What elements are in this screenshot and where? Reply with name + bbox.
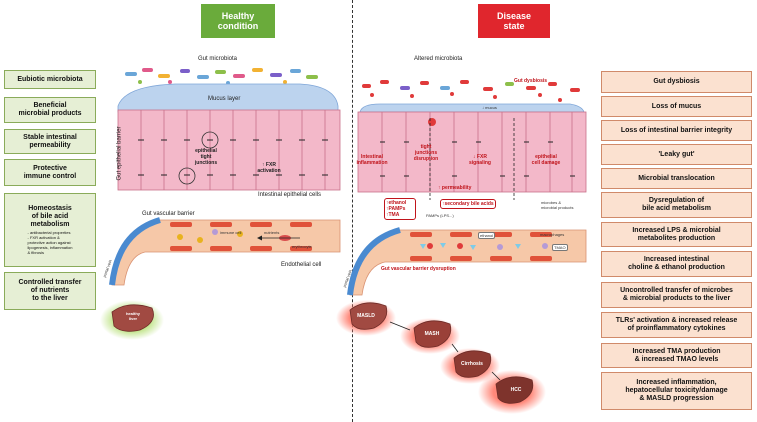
label-mucus-layer: Mucus layer (208, 96, 241, 102)
right-box-tma: Increased TMA production & increased TMA… (601, 343, 752, 368)
healthy-microbiota (125, 68, 318, 85)
right-box-uncontrolled: Uncontrolled transfer of microbes & micr… (601, 282, 752, 308)
label-tight-junctions: epithelial tight junctions (194, 148, 218, 166)
label-epithelial-cells: Intestinal epithelial cells (258, 192, 322, 198)
left-box-permeability: Stable intestinal permeability (4, 129, 96, 154)
label-cell-damage: epithelial cell damage (531, 154, 561, 166)
bile-acid-details: - antibacterial properties - FXR activat… (27, 230, 73, 255)
label-tj-disruption: tight junctions disruption (413, 144, 439, 162)
label-macrophages: macrophages (540, 232, 565, 237)
label-reduced-mucus: ↓ mucus (482, 105, 497, 110)
disease-vessel (347, 227, 587, 296)
healthy-epithelium (117, 109, 341, 191)
right-box-translocation: Microbial translocation (601, 168, 752, 189)
right-box-choline: Increased intestinal choline & ethanol p… (601, 251, 752, 277)
label-endothelial-cell: Endothelial cell (281, 262, 322, 268)
label-pamps: PAMPs (LPS...) (426, 213, 454, 218)
label-cirrhosis: Cirrhosis (461, 361, 483, 367)
right-box-tlrs: TLRs' activation & increased release of … (601, 312, 752, 338)
label-altered-microbiota: Altered microbiota (414, 56, 463, 62)
right-box-leaky-gut: 'Leaky gut' (601, 144, 752, 165)
healthy-mucus-layer (117, 83, 339, 113)
healthy-liver (100, 300, 164, 340)
label-secondary-bile-acids: ↑secondary bile acids (440, 199, 496, 209)
left-box-transfer: Controlled transfer of nutrients to the … (4, 272, 96, 310)
right-box-lps: Increased LPS & microbial metabolites pr… (601, 222, 752, 247)
right-box-barrier: Loss of intestinal barrier integrity (601, 120, 752, 141)
disease-microbiota (362, 80, 580, 102)
label-healthy-liver: healthy liver (125, 311, 140, 321)
label-erythrocyte: erythrocyte (292, 244, 312, 249)
label-hcc: HCC (510, 387, 522, 393)
left-box-immune: Protective immune control (4, 159, 96, 186)
label-vascular-barrier: Gut vascular barrier (142, 211, 195, 217)
label-mash: MASH (424, 331, 440, 337)
label-gut-dysbiosis: Gut dysbiosis (514, 78, 548, 84)
label-fxr-signaling: ↓ FXR signaling (469, 154, 491, 166)
header-disease: Disease state (478, 4, 550, 38)
header-healthy: Healthy condition (201, 4, 275, 38)
right-box-dysbiosis: Gut dysbiosis (601, 71, 752, 93)
left-box-bile-acid: Homeostasis of bile acid metabolism - an… (4, 193, 96, 267)
right-box-mucus: Loss of mucus (601, 96, 752, 117)
label-vascular-disruption: Gut vascular barrier dysruption (381, 266, 456, 272)
label-microbes-products: microbes & microbial products (541, 200, 574, 210)
label-fxr-activation: ↑ FXR activation (257, 162, 281, 174)
left-box-eubiotic: Eubiotic microbiota (4, 70, 96, 89)
label-nutrients: nutrients (264, 230, 280, 235)
label-immune-cell: immune cell (220, 230, 242, 235)
healthy-vessel (109, 217, 341, 286)
label-tmao: TMAO (552, 244, 568, 251)
right-box-progression: Increased inflammation, hepatocellular t… (601, 372, 752, 410)
label-intestinal-inflammation: Intestinal inflammation (356, 154, 388, 166)
label-ethanol-tag: ethanol (478, 232, 496, 239)
disease-liver-progression (336, 300, 546, 414)
label-epithelial-barrier: Gut epithelial barrier (116, 126, 123, 181)
label-ethanol-pamps-tma: ↑ethanol ↑PAMPs ↑TMA (384, 198, 416, 220)
label-gut-microbiota: Gut microbiota (198, 56, 238, 62)
right-box-bile-dysregulation: Dysregulation of bile acid metabolism (601, 192, 752, 218)
disease-mucus-layer (359, 103, 585, 113)
label-permeability: ↑ permeability (438, 185, 472, 191)
label-masld: MASLD (357, 313, 375, 319)
center-divider (352, 0, 354, 422)
left-box-beneficial: Beneficial microbial products (4, 97, 96, 123)
disease-epithelium (357, 111, 587, 200)
